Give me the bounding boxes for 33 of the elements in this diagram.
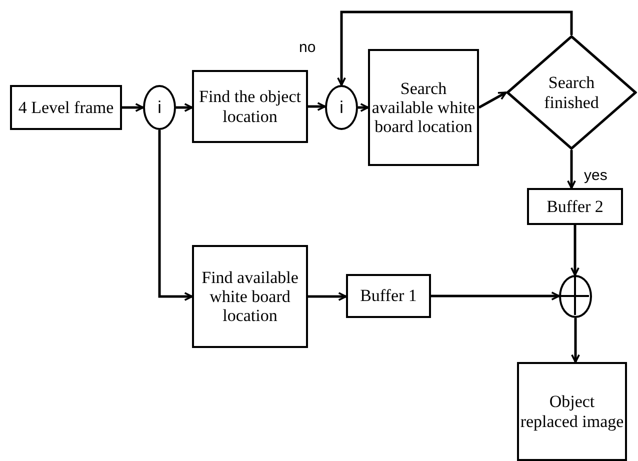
- node-label: 4 Level frame: [18, 98, 114, 118]
- junction-circle: [325, 85, 358, 130]
- node-label: Object replaced image: [519, 392, 625, 431]
- arrow: [308, 102, 326, 111]
- node-label: i: [340, 98, 344, 118]
- summing-junction: [559, 275, 592, 318]
- node-label: Search finished: [543, 73, 600, 112]
- decision-diamond: [506, 35, 637, 150]
- process-box: [517, 362, 627, 461]
- process-box: [10, 85, 122, 130]
- arrow: [158, 130, 193, 301]
- arrow: [337, 10, 573, 86]
- node-label: Buffer 2: [546, 196, 604, 216]
- arrow: [571, 318, 580, 363]
- arrow: [176, 103, 193, 112]
- node-label: Find the object location: [198, 87, 302, 126]
- arrow: [431, 292, 560, 300]
- process-box: [192, 245, 308, 348]
- node-label: Find available white board location: [200, 268, 300, 326]
- node-label: i: [158, 98, 162, 118]
- process-box: [527, 188, 623, 225]
- arrow: [567, 150, 576, 189]
- arrow: [478, 91, 507, 109]
- process-box: [346, 274, 431, 318]
- arrow: [358, 103, 369, 112]
- arrow: [308, 292, 347, 301]
- arrow: [570, 225, 580, 276]
- junction-circle: [143, 85, 176, 130]
- process-box: [368, 49, 479, 166]
- process-box: [192, 70, 308, 143]
- node-label: Search available white board location: [370, 78, 476, 136]
- node-label: Buffer 1: [360, 286, 417, 306]
- arrow: [122, 103, 144, 112]
